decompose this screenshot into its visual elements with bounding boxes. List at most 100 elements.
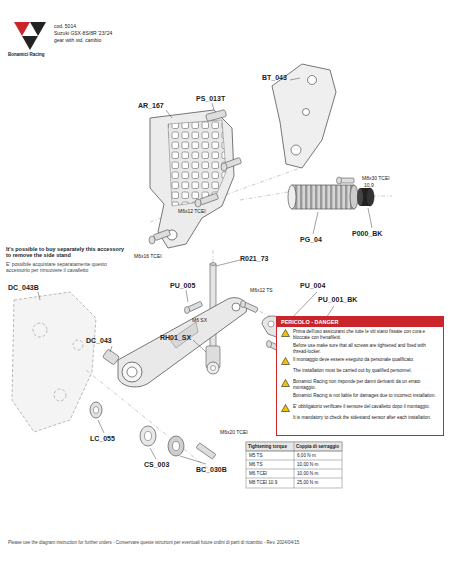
annotation-text: M6x12 TS (250, 288, 273, 294)
warning-text: Bonamici Racing non risponde per danni d… (293, 379, 439, 390)
warning-row: It is mandatory to check the sidestand s… (277, 413, 443, 424)
part-label: P000_BK (352, 230, 382, 238)
part-label: AR_167 (138, 102, 164, 110)
part-label: R021_73 (240, 255, 268, 263)
illustration-shape (291, 145, 301, 155)
warning-row: Il montaggio deve essere eseguito da per… (277, 355, 443, 366)
warning-icon (281, 343, 290, 351)
warning-text: Il montaggio deve essere eseguito da per… (293, 357, 414, 363)
illustration-shape (127, 367, 137, 377)
annotation-text: 10.9 (364, 183, 374, 189)
illustration-shape (221, 163, 227, 171)
illustration-shape (188, 301, 203, 311)
illustration-shape (210, 263, 216, 266)
illustration-shape (166, 110, 172, 118)
annotation-text: Suzuki GSX-8S/8R '23/'24 (54, 31, 112, 37)
illustration-shape (168, 436, 184, 456)
bolts (149, 157, 242, 244)
peg-bolt (337, 177, 355, 184)
annotation-text: 10,00 N·m (297, 462, 318, 467)
heel-guard (150, 110, 234, 248)
illustration-shape (186, 290, 188, 302)
illustration-shape (180, 456, 206, 464)
illustration-shape (12, 292, 96, 432)
annotation-text: gear with std. cambio (54, 38, 101, 44)
illustration-shape (73, 340, 83, 350)
rod-end (206, 346, 220, 374)
part-label: PU_005 (170, 282, 195, 290)
annotation-text: M8x30 TCEI (362, 176, 390, 182)
illustration-shape (366, 188, 374, 206)
warning-text: Bonamici Racing is not liable for damage… (293, 393, 436, 399)
illustration-shape (372, 196, 392, 197)
warning-icon (281, 379, 290, 387)
part-label: PU_001_BK (318, 296, 357, 304)
illustration-shape (340, 178, 354, 183)
part-label: Coppia di serraggio (296, 444, 339, 449)
illustration-shape (216, 260, 240, 266)
annotation-text: M6 TCEI (249, 471, 267, 476)
illustration-shape (140, 426, 156, 446)
illustration-shape (196, 443, 216, 459)
annotation-text: cod. 5014 (54, 24, 76, 30)
illustration-shape (267, 341, 272, 348)
illustration-shape (241, 301, 246, 308)
warning-heading: PERICOLO - DANGER (277, 317, 443, 327)
warning-row: Bonamici Racing non risponde per danni d… (277, 377, 443, 391)
warning-row: Prima dell'uso assicurarsi che tutte le … (277, 327, 443, 341)
illustration-shape (303, 109, 310, 116)
warning-row: Before use make sure that all screws are… (277, 341, 443, 355)
annotation-text: M5 TS (249, 453, 262, 458)
warning-triangle (282, 358, 290, 365)
warning-icon (281, 357, 290, 365)
illustration-shape (207, 362, 219, 374)
footpeg (288, 185, 358, 209)
part-label: PS_013T (196, 95, 225, 103)
warning-icon (281, 415, 290, 423)
annotation-text: M6x20 TCEI (220, 430, 248, 436)
illustration-shape (118, 298, 247, 387)
warning-text: The installation must be carried out by … (293, 368, 412, 374)
illustration-shape (337, 177, 342, 184)
illustration-shape (168, 120, 226, 206)
illustration-shape (122, 362, 142, 382)
part-label: BC_030B (196, 466, 227, 474)
illustration-shape (350, 185, 358, 209)
torque-table (246, 442, 342, 488)
screw (185, 301, 203, 313)
warning-text: E' obbligatorio verificare il sensore de… (293, 404, 430, 410)
illustration-shape (90, 402, 102, 418)
illustration-shape (38, 292, 40, 300)
illustration-shape (110, 346, 112, 352)
illustration-shape (313, 212, 318, 234)
illustration-shape (232, 303, 240, 311)
part-label: BT_043 (262, 74, 287, 82)
warning-box: PERICOLO - DANGER Prima dell'uso assicura… (276, 316, 444, 436)
illustration-shape (268, 321, 274, 327)
illustration-shape (54, 389, 66, 401)
shift-lever (118, 298, 247, 387)
illustration-shape (246, 442, 342, 488)
annotation-text: 10,00 N·m (297, 471, 318, 476)
part-label: CS_003 (144, 461, 169, 469)
part-label: PG_04 (300, 236, 322, 244)
warning-text: It is mandatory to check the sidestand s… (293, 415, 431, 421)
illustration-shape (94, 407, 99, 414)
warning-row: Bonamici Racing is not liable for damage… (277, 391, 443, 402)
illustration-shape (246, 460, 342, 461)
illustration-shape (173, 442, 180, 451)
illustration-shape (292, 185, 354, 209)
illustration-shape (145, 432, 152, 441)
warning-icon (281, 393, 290, 401)
warning-text: Prima dell'uso assicurarsi che tutte le … (293, 329, 439, 340)
warning-text: Before use make sure that all screws are… (293, 343, 439, 354)
illustration-shape (22, 36, 38, 50)
spacers (90, 349, 216, 459)
illustration-shape (86, 370, 210, 470)
illustration-shape (294, 442, 295, 488)
warning-triangle (282, 380, 290, 387)
illustration-shape (102, 349, 119, 365)
annotation-text: M6 SX (192, 318, 207, 324)
